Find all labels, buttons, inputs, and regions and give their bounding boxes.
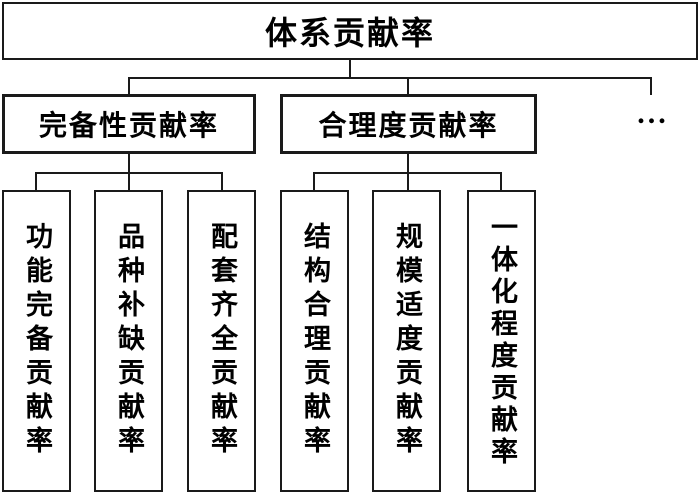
level3-node-label: 一体化程度贡献率	[487, 213, 517, 469]
level3-node-supporting-completeness: 配套齐全贡献率	[187, 190, 256, 492]
level2-node-label: 合理度贡献率	[318, 111, 499, 142]
level3-node-label: 功能完备贡献率	[22, 222, 52, 460]
connector-drop-l3c	[221, 172, 223, 190]
connector-drop-l2a	[128, 77, 130, 94]
level3-node-functional-completeness: 功能完备贡献率	[2, 190, 71, 492]
level3-node-label: 品种补缺贡献率	[114, 222, 144, 460]
root-node-label: 体系贡献率	[264, 15, 435, 51]
connector-root-stem	[349, 60, 351, 79]
connector-drop-ellipsis	[650, 77, 652, 95]
level3-node-structural-rationality: 结构合理贡献率	[280, 190, 349, 492]
level2-node-label: 完备性贡献率	[38, 111, 219, 142]
connector-level2-rail	[128, 77, 652, 79]
connector-drop-l3d	[313, 172, 315, 190]
level3-node-integration-degree: 一体化程度贡献率	[467, 190, 536, 492]
root-node-system-contribution: 体系贡献率	[2, 2, 698, 60]
connector-l2b-stem	[407, 154, 409, 174]
more-branches-ellipsis: ...	[637, 97, 669, 130]
level3-node-label: 结构合理贡献率	[300, 222, 330, 460]
connector-drop-l3a	[35, 172, 37, 190]
level3-node-scale-appropriateness: 规模适度贡献率	[372, 190, 441, 492]
connector-drop-l3e	[407, 172, 409, 190]
connector-drop-l3f	[500, 172, 502, 190]
connector-drop-l3b	[128, 172, 130, 190]
level3-node-label: 规模适度贡献率	[392, 222, 422, 460]
level3-node-label: 配套齐全贡献率	[207, 222, 237, 460]
level3-node-variety-gap-filling: 品种补缺贡献率	[94, 190, 163, 492]
level2-node-rationality: 合理度贡献率	[280, 94, 537, 154]
level2-node-completeness: 完备性贡献率	[2, 94, 256, 154]
connector-l2a-stem	[128, 154, 130, 174]
connector-drop-l2b	[407, 77, 409, 94]
